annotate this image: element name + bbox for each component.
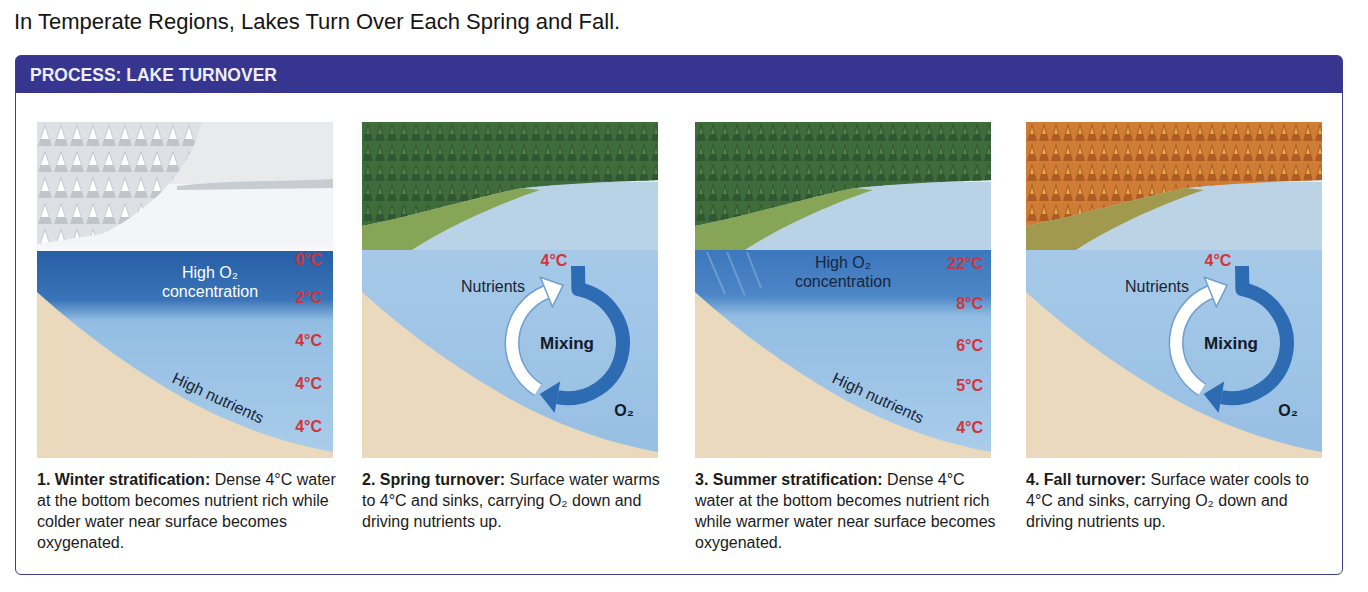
illustration-path <box>1026 188 1204 250</box>
illustration-rect <box>1026 122 1322 250</box>
illustration-path <box>362 122 658 226</box>
mixing-label: Mixing <box>1204 334 1258 353</box>
oxygen-zone-label: High O₂ concentration <box>773 253 913 291</box>
illustration-path <box>1026 122 1322 226</box>
illustration-line <box>747 252 761 288</box>
step-heading: 3. Summer stratification: <box>695 471 883 488</box>
illustration-rect <box>37 250 333 458</box>
temperature-label: 4°C <box>295 374 322 393</box>
illustration-polygon <box>1204 381 1225 413</box>
illustration-polygon <box>540 381 561 413</box>
header-bar: PROCESS: LAKE TURNOVER <box>16 56 1342 93</box>
step-caption: 2. Spring turnover:Surface water warms t… <box>362 469 668 532</box>
mixing-label: Mixing <box>540 334 594 353</box>
illustration-path <box>1026 250 1322 452</box>
illustration-path <box>362 250 658 452</box>
illustration-path <box>177 179 333 190</box>
illustration-path <box>362 122 658 226</box>
temperature-label: 6°C <box>956 336 983 355</box>
illustration-path <box>1221 266 1287 398</box>
page-title: In Temperate Regions, Lakes Turn Over Ea… <box>14 9 620 35</box>
panel-heading: PROCESS: LAKE TURNOVER <box>30 65 277 86</box>
nutrient-label: Nutrients <box>1125 277 1189 296</box>
illustration-path <box>1026 122 1322 226</box>
step-panel: 2. Spring turnover:Surface water warms t… <box>362 122 668 536</box>
temperature-label: 0°C <box>295 250 322 269</box>
oxygen-label: O₂ <box>614 401 634 420</box>
step-caption: 1. Winter stratification:Dense 4°C water… <box>37 469 343 553</box>
illustration-g <box>707 252 761 296</box>
oxygen-label: O₂ <box>1278 401 1298 420</box>
illustration-path <box>37 122 202 244</box>
illustration-polygon <box>540 277 563 307</box>
illustration-path <box>37 250 333 452</box>
illustration-path <box>695 188 873 250</box>
illustration-line <box>727 252 745 296</box>
oxygen-zone-label: High O₂ concentration <box>140 263 280 301</box>
step-panel: 4. Fall turnover:Surface water cools to … <box>1026 122 1332 536</box>
temperature-label: 4°C <box>541 251 568 270</box>
illustration-rect <box>695 122 991 250</box>
illustration-path <box>557 266 623 398</box>
illustration-path <box>695 122 991 226</box>
illustration-path <box>695 250 991 452</box>
step-panel: 3. Summer stratification:Dense 4°C water… <box>695 122 1001 557</box>
step-caption: 3. Summer stratification:Dense 4°C water… <box>695 469 1001 553</box>
process-panel: PROCESS: LAKE TURNOVER 1. Winter stratifi… <box>15 55 1343 575</box>
illustration-path <box>362 188 540 250</box>
illustration-polygon <box>1204 277 1227 307</box>
illustration-rect <box>695 250 991 458</box>
temperature-label: 4°C <box>956 418 983 437</box>
temperature-label: 2°C <box>295 288 322 307</box>
temperature-label: 4°C <box>295 417 322 436</box>
step-caption: 4. Fall turnover:Surface water cools to … <box>1026 469 1332 532</box>
temperature-label: 22°C <box>947 254 983 273</box>
illustration-line <box>707 252 725 294</box>
nutrient-label: Nutrients <box>461 277 525 296</box>
step-heading: 1. Winter stratification: <box>37 471 210 488</box>
illustration-rect <box>37 246 333 251</box>
temperature-label: 4°C <box>295 331 322 350</box>
illustration-rect <box>1026 250 1322 458</box>
temperature-label: 5°C <box>956 376 983 395</box>
illustration-path <box>695 122 991 226</box>
illustration-path <box>37 122 202 244</box>
temperature-label: 8°C <box>956 294 983 313</box>
step-heading: 2. Spring turnover: <box>362 471 505 488</box>
step-heading: 4. Fall turnover: <box>1026 471 1146 488</box>
illustration-rect <box>362 122 658 250</box>
temperature-label: 4°C <box>1205 251 1232 270</box>
illustration-rect <box>37 122 333 250</box>
illustration-rect <box>362 250 658 458</box>
